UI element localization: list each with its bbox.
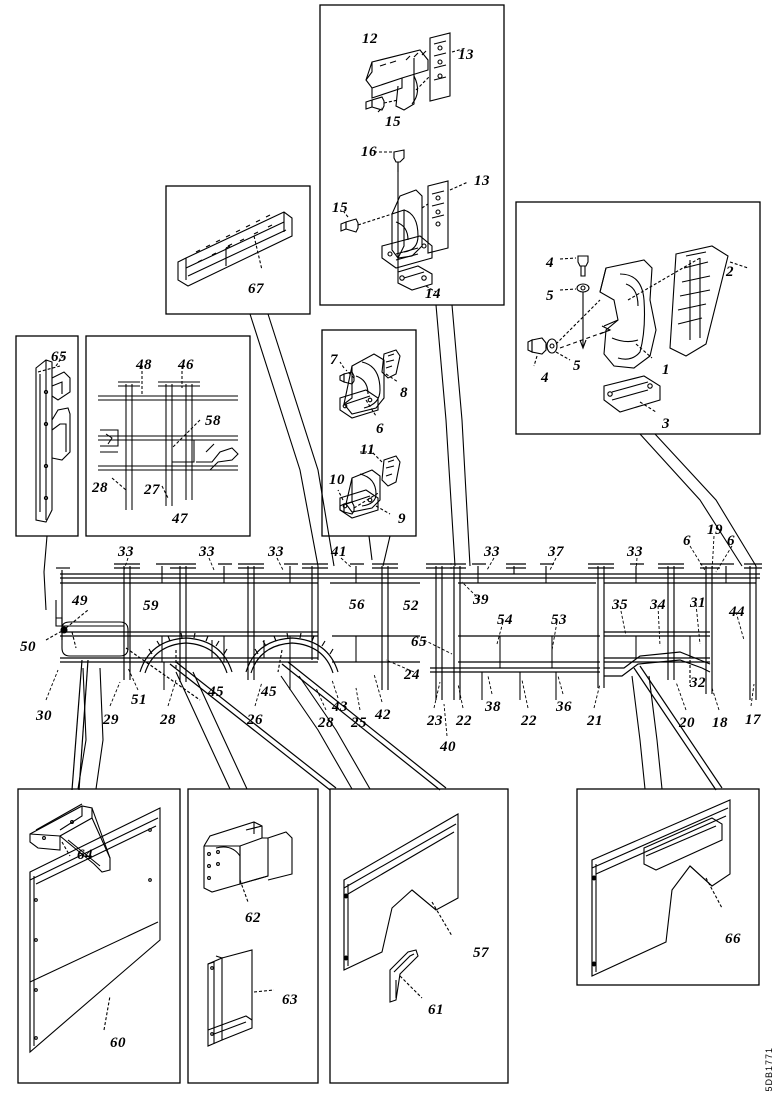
part-callout-34: 34 <box>650 597 666 613</box>
part-callout-37: 37 <box>548 544 564 560</box>
part-callout-12: 12 <box>362 31 378 47</box>
part-callout-35: 35 <box>612 597 628 613</box>
part-callout-14: 14 <box>425 286 441 302</box>
part-callout-58: 58 <box>205 413 221 429</box>
part-callout-11: 11 <box>360 442 376 458</box>
part-callout-66: 66 <box>725 931 741 947</box>
part-callout-65: 65 <box>51 349 67 365</box>
part-callout-16: 16 <box>361 144 377 160</box>
part-callout-33: 33 <box>199 544 215 560</box>
part-callout-22: 22 <box>521 713 537 729</box>
part-callout-26: 26 <box>247 712 263 728</box>
part-callout-4: 4 <box>541 370 549 386</box>
part-callout-6: 6 <box>376 421 384 437</box>
part-callout-8: 8 <box>400 385 408 401</box>
part-callout-33: 33 <box>627 544 643 560</box>
part-callout-4: 4 <box>546 255 554 271</box>
part-callout-20: 20 <box>679 715 695 731</box>
part-callout-9: 9 <box>398 511 406 527</box>
part-callout-48: 48 <box>136 357 152 373</box>
part-callout-45: 45 <box>261 684 277 700</box>
part-callout-45: 45 <box>208 684 224 700</box>
part-callout-24: 24 <box>404 667 420 683</box>
part-callout-32: 32 <box>690 675 706 691</box>
part-callout-67: 67 <box>248 281 264 297</box>
part-callout-2: 2 <box>726 264 734 280</box>
part-callout-27: 27 <box>144 482 160 498</box>
part-callout-33: 33 <box>484 544 500 560</box>
part-callout-46: 46 <box>178 357 194 373</box>
part-callout-64: 64 <box>77 847 93 863</box>
part-callout-6: 6 <box>683 533 691 549</box>
part-callout-60: 60 <box>110 1035 126 1051</box>
part-callout-44: 44 <box>729 604 745 620</box>
drawing-code: 5DB1771 <box>764 1047 774 1092</box>
part-callout-7: 7 <box>330 352 338 368</box>
part-callout-28: 28 <box>92 480 108 496</box>
part-callout-13: 13 <box>458 47 474 63</box>
part-callout-1: 1 <box>662 362 670 378</box>
part-callout-15: 15 <box>332 200 348 216</box>
part-callout-65: 65 <box>411 634 427 650</box>
part-callout-19: 19 <box>707 522 723 538</box>
part-callout-28: 28 <box>160 712 176 728</box>
part-callout-6: 6 <box>727 533 735 549</box>
part-callout-41: 41 <box>331 544 347 560</box>
part-callout-47: 47 <box>172 511 188 527</box>
part-callout-62: 62 <box>245 910 261 926</box>
part-callout-42: 42 <box>375 707 391 723</box>
part-callout-52: 52 <box>403 598 419 614</box>
part-callout-25: 25 <box>351 715 367 731</box>
part-callout-21: 21 <box>587 713 603 729</box>
part-callout-53: 53 <box>551 612 567 628</box>
part-callout-40: 40 <box>440 739 456 755</box>
part-callout-59: 59 <box>143 598 159 614</box>
part-callout-17: 17 <box>745 712 761 728</box>
part-callout-61: 61 <box>428 1002 444 1018</box>
part-callout-57: 57 <box>473 945 489 961</box>
part-callout-63: 63 <box>282 992 298 1008</box>
part-callout-30: 30 <box>36 708 52 724</box>
part-callout-29: 29 <box>103 712 119 728</box>
part-callout-22: 22 <box>456 713 472 729</box>
part-callout-51: 51 <box>131 692 147 708</box>
part-callout-36: 36 <box>556 699 572 715</box>
part-callout-5: 5 <box>546 288 554 304</box>
part-callout-28: 28 <box>318 715 334 731</box>
part-callout-49: 49 <box>72 593 88 609</box>
part-callout-18: 18 <box>712 715 728 731</box>
part-callout-10: 10 <box>329 472 345 488</box>
part-callout-43: 43 <box>332 699 348 715</box>
part-callout-23: 23 <box>427 713 443 729</box>
part-callout-13: 13 <box>474 173 490 189</box>
part-callout-3: 3 <box>662 416 670 432</box>
part-callout-50: 50 <box>20 639 36 655</box>
part-callout-33: 33 <box>118 544 134 560</box>
part-callout-39: 39 <box>473 592 489 608</box>
part-callout-33: 33 <box>268 544 284 560</box>
part-callout-54: 54 <box>497 612 513 628</box>
part-callout-38: 38 <box>485 699 501 715</box>
part-callout-5: 5 <box>573 358 581 374</box>
part-callout-31: 31 <box>690 595 706 611</box>
part-callout-56: 56 <box>349 597 365 613</box>
part-callout-15: 15 <box>385 114 401 130</box>
